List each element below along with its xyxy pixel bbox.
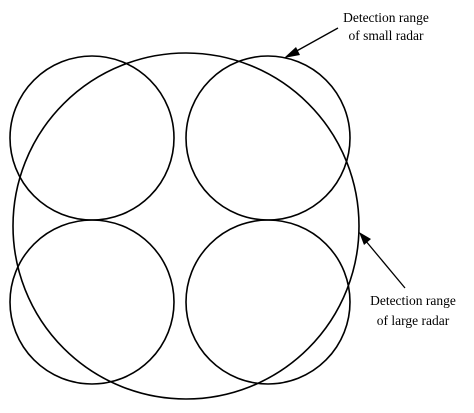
large-radar-leader-arrow — [359, 232, 406, 289]
small-radar-range-circle-bottom-left — [9, 219, 175, 385]
large-radar-label-line1: Detection range — [370, 293, 456, 308]
large-radar-label: Detection range of large radar — [370, 293, 456, 328]
large-radar-range-circle — [12, 52, 360, 400]
small-radar-range-circle-top-right — [185, 55, 351, 221]
small-radar-label-line1: Detection range — [343, 10, 429, 25]
small-radar-label: Detection range of small radar — [343, 10, 429, 43]
small-radar-leader-arrow — [284, 27, 339, 58]
small-radar-label-line2: of small radar — [349, 28, 424, 43]
small-radar-range-circle-bottom-right — [185, 219, 351, 385]
large-radar-label-line2: of large radar — [377, 313, 450, 328]
